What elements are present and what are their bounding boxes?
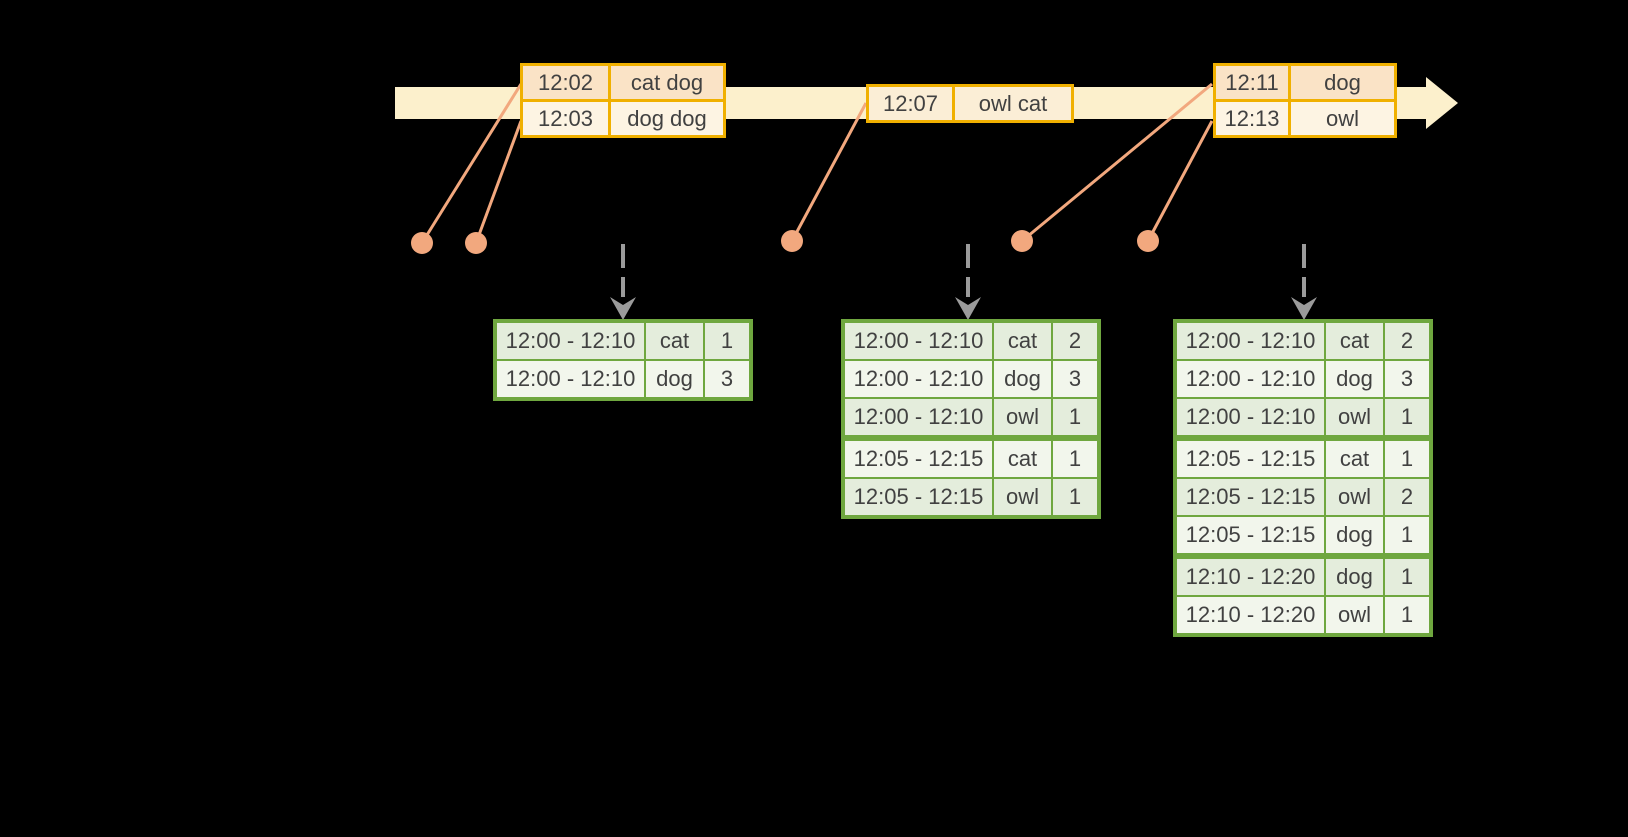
result-count-cell: 1 <box>1385 399 1429 435</box>
result-count-cell: 2 <box>1385 479 1429 515</box>
event-table: 12:02 cat dog 12:03 dog dog <box>520 63 726 138</box>
result-word-cell: dog <box>994 361 1051 397</box>
result-window-cell: 12:00 - 12:10 <box>845 323 992 359</box>
event-dot <box>465 232 487 254</box>
result-word-cell: cat <box>1326 441 1383 477</box>
trigger-arrow-icon <box>955 244 981 320</box>
event-words-cell: dog <box>1291 66 1394 99</box>
event-time-cell: 12:07 <box>869 87 952 120</box>
result-row: 12:00 - 12:10 dog 3 <box>1177 361 1429 397</box>
result-count-cell: 3 <box>705 361 749 397</box>
result-count-cell: 1 <box>1053 399 1097 435</box>
trigger-arrow-icon <box>1291 244 1317 320</box>
event-time-cell: 12:03 <box>523 102 608 135</box>
result-window-cell: 12:10 - 12:20 <box>1177 559 1324 595</box>
result-word-cell: owl <box>1326 597 1383 633</box>
result-window-cell: 12:05 - 12:15 <box>1177 517 1324 553</box>
event-dot <box>1137 230 1159 252</box>
result-count-cell: 2 <box>1385 323 1429 359</box>
result-count-cell: 1 <box>1053 441 1097 477</box>
result-word-cell: owl <box>1326 399 1383 435</box>
event-time-cell: 12:02 <box>523 66 608 99</box>
result-table: 12:00 - 12:10 cat 2 12:00 - 12:10 dog 3 … <box>841 319 1101 519</box>
result-word-cell: owl <box>994 479 1051 515</box>
result-row: 12:00 - 12:10 dog 3 <box>497 361 749 397</box>
event-row: 12:13 owl <box>1216 102 1394 135</box>
event-dot <box>781 230 803 252</box>
event-connector-line <box>1146 120 1214 242</box>
result-window-cell: 12:05 - 12:15 <box>845 479 992 515</box>
result-window-cell: 12:05 - 12:15 <box>1177 479 1324 515</box>
result-row: 12:05 - 12:15 owl 1 <box>845 479 1097 515</box>
result-word-cell: cat <box>994 323 1051 359</box>
result-word-cell: cat <box>994 441 1051 477</box>
event-connector-line <box>1021 82 1213 243</box>
result-window-cell: 12:00 - 12:10 <box>497 361 644 397</box>
result-row: 12:05 - 12:15 cat 1 <box>845 441 1097 477</box>
event-dot <box>1011 230 1033 252</box>
event-words-cell: owl cat <box>955 87 1071 120</box>
result-window-cell: 12:00 - 12:10 <box>1177 323 1324 359</box>
result-count-cell: 1 <box>1385 441 1429 477</box>
result-word-cell: owl <box>994 399 1051 435</box>
event-connector-line <box>790 102 868 242</box>
result-table: 12:00 - 12:10 cat 1 12:00 - 12:10 dog 3 <box>493 319 753 401</box>
result-count-cell: 1 <box>1385 597 1429 633</box>
event-connector-line <box>420 83 523 244</box>
event-table: 12:11 dog 12:13 owl <box>1213 63 1397 138</box>
result-word-cell: cat <box>646 323 703 359</box>
event-words-cell: dog dog <box>611 102 723 135</box>
result-row: 12:00 - 12:10 cat 1 <box>497 323 749 359</box>
timeline-arrowhead-icon <box>1426 77 1458 129</box>
event-connector-line <box>474 120 523 244</box>
result-row: 12:00 - 12:10 cat 2 <box>845 323 1097 359</box>
result-window-cell: 12:00 - 12:10 <box>845 361 992 397</box>
event-table: 12:07 owl cat <box>866 84 1074 123</box>
trigger-arrow-icon <box>610 244 636 320</box>
result-count-cell: 1 <box>1385 559 1429 595</box>
result-count-cell: 1 <box>1053 479 1097 515</box>
result-row: 12:00 - 12:10 cat 2 <box>1177 323 1429 359</box>
result-row: 12:05 - 12:15 owl 2 <box>1177 479 1429 515</box>
result-count-cell: 3 <box>1385 361 1429 397</box>
result-row: 12:05 - 12:15 cat 1 <box>1177 441 1429 477</box>
event-words-cell: owl <box>1291 102 1394 135</box>
result-window-cell: 12:00 - 12:10 <box>1177 399 1324 435</box>
result-word-cell: dog <box>1326 517 1383 553</box>
result-window-cell: 12:00 - 12:10 <box>497 323 644 359</box>
result-word-cell: dog <box>1326 361 1383 397</box>
result-count-cell: 1 <box>705 323 749 359</box>
event-row: 12:11 dog <box>1216 66 1394 99</box>
result-row: 12:00 - 12:10 dog 3 <box>845 361 1097 397</box>
result-count-cell: 1 <box>1385 517 1429 553</box>
result-word-cell: owl <box>1326 479 1383 515</box>
result-window-cell: 12:00 - 12:10 <box>1177 361 1324 397</box>
event-row: 12:03 dog dog <box>523 102 723 135</box>
result-table: 12:00 - 12:10 cat 2 12:00 - 12:10 dog 3 … <box>1173 319 1433 637</box>
event-row: 12:07 owl cat <box>869 87 1071 120</box>
result-count-cell: 2 <box>1053 323 1097 359</box>
event-time-cell: 12:13 <box>1216 102 1288 135</box>
result-row: 12:05 - 12:15 dog 1 <box>1177 517 1429 553</box>
result-word-cell: dog <box>646 361 703 397</box>
result-row: 12:10 - 12:20 owl 1 <box>1177 597 1429 633</box>
result-word-cell: dog <box>1326 559 1383 595</box>
result-row: 12:00 - 12:10 owl 1 <box>845 399 1097 435</box>
result-window-cell: 12:05 - 12:15 <box>845 441 992 477</box>
result-row: 12:10 - 12:20 dog 1 <box>1177 559 1429 595</box>
result-window-cell: 12:05 - 12:15 <box>1177 441 1324 477</box>
event-words-cell: cat dog <box>611 66 723 99</box>
event-dot <box>411 232 433 254</box>
event-time-cell: 12:11 <box>1216 66 1288 99</box>
result-word-cell: cat <box>1326 323 1383 359</box>
result-count-cell: 3 <box>1053 361 1097 397</box>
result-window-cell: 12:10 - 12:20 <box>1177 597 1324 633</box>
result-row: 12:00 - 12:10 owl 1 <box>1177 399 1429 435</box>
event-row: 12:02 cat dog <box>523 66 723 99</box>
result-window-cell: 12:00 - 12:10 <box>845 399 992 435</box>
